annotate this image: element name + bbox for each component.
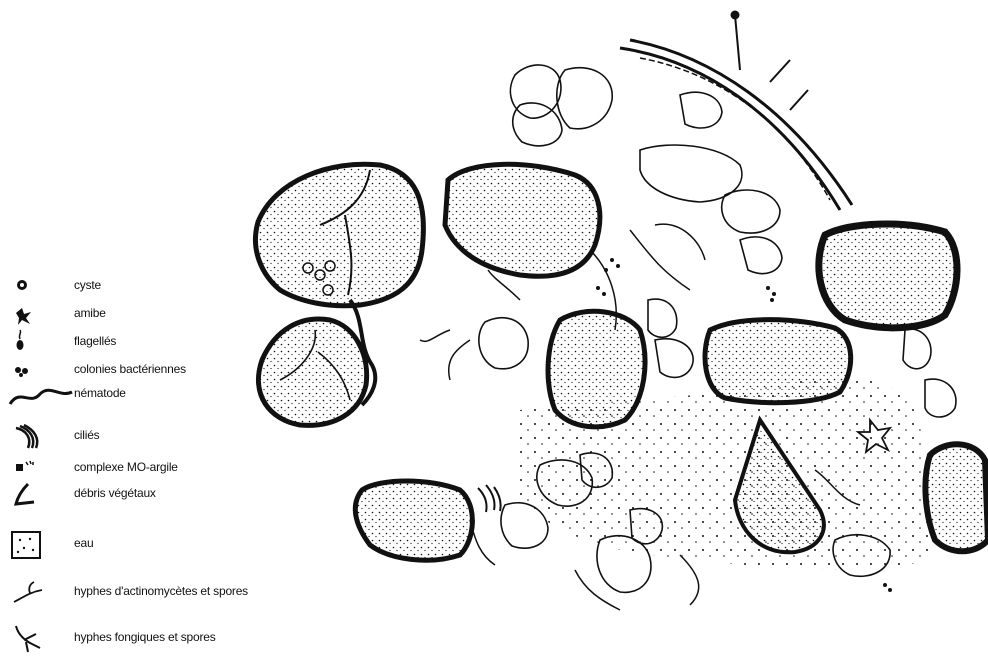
legend-label-fungal-hyphae: hyphes fongiques et spores — [74, 630, 216, 644]
plant-debris-icon — [6, 478, 50, 512]
ciliate-icon — [6, 420, 50, 454]
water-icon — [6, 528, 50, 562]
legend-item-actinomycete-hyphae: hyphes d'actinomycètes et spores — [0, 576, 320, 610]
soil-aggregate — [925, 444, 988, 551]
legend-label-nematode: nématode — [74, 386, 126, 400]
legend-label-ciliates: ciliés — [74, 428, 99, 442]
legend-item-plant-debris: débris végétaux — [0, 478, 320, 512]
nematode-icon — [6, 380, 76, 414]
legend-item-water: eau — [0, 528, 320, 562]
legend-label-water: eau — [74, 536, 93, 550]
soil-aggregate — [355, 481, 472, 560]
actinomycete-hypha-icon — [6, 576, 50, 610]
plant-debris — [620, 11, 852, 210]
legend-label-flagellates: flagellés — [74, 334, 116, 348]
legend-item-ciliates: ciliés — [0, 420, 320, 454]
legend-label-actinomycete-hyphae: hyphes d'actinomycètes et spores — [74, 584, 248, 598]
legend-label-cyst: cyste — [74, 278, 101, 292]
legend-item-nematode: nématode — [0, 380, 320, 414]
legend-label-amoeba: amibe — [74, 306, 106, 320]
soil-aggregate — [548, 311, 645, 427]
legend-label-om-clay-complex: complexe MO-argile — [74, 460, 178, 474]
legend-label-bacterial-colonies: colonies bactériennes — [74, 362, 186, 376]
soil-aggregate — [819, 224, 957, 328]
legend: cyste amibe flagellés colonies bactérien… — [0, 270, 320, 651]
soil-aggregate — [445, 164, 600, 276]
ciliate — [478, 485, 501, 512]
soil-aggregate — [705, 320, 851, 403]
legend-label-plant-debris: débris végétaux — [74, 486, 156, 500]
